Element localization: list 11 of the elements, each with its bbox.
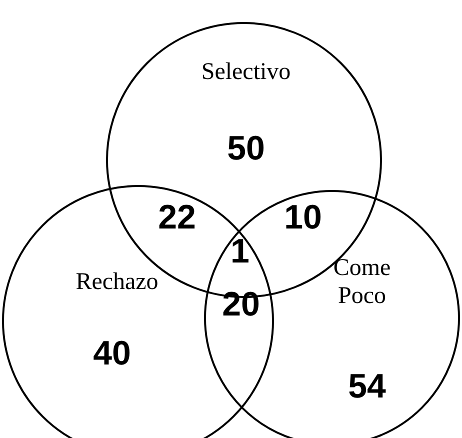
set-label: Come Poco bbox=[332, 254, 392, 310]
count-value: 1 bbox=[230, 232, 250, 272]
set-label: Selectivo bbox=[201, 58, 291, 86]
count-value: 54 bbox=[348, 368, 386, 406]
count-value: 10 bbox=[284, 198, 322, 238]
count-value: 50 bbox=[227, 130, 265, 168]
count-value: 22 bbox=[158, 198, 196, 238]
count-value: 40 bbox=[93, 334, 131, 374]
set-label: Rechazo bbox=[76, 268, 158, 296]
venn-circle bbox=[204, 190, 460, 438]
venn-circle bbox=[2, 185, 274, 438]
